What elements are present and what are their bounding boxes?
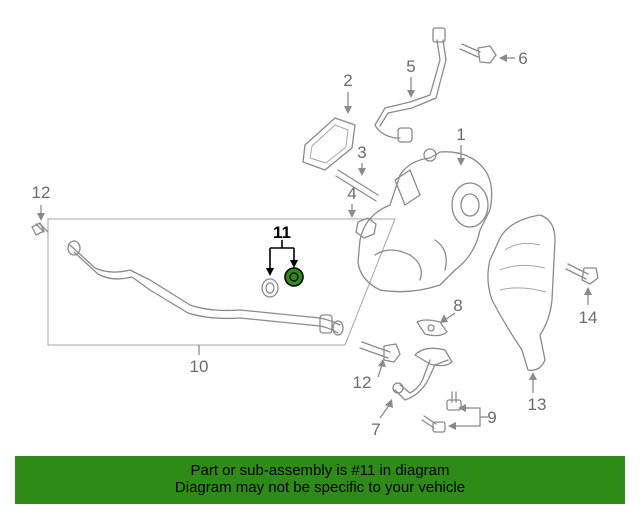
gasket-plate[interactable] bbox=[302, 117, 356, 171]
bolt-12-left[interactable] bbox=[31, 222, 49, 236]
banner-line-2: Diagram may not be specific to your vehi… bbox=[174, 479, 466, 496]
oil-feed-line[interactable] bbox=[67, 240, 344, 336]
callout-11-leader bbox=[266, 240, 298, 276]
heat-shield[interactable] bbox=[487, 214, 556, 371]
callout-12-bottom: 12 bbox=[353, 373, 372, 392]
turbocharger[interactable] bbox=[357, 148, 493, 293]
seal-ring-hole bbox=[289, 272, 299, 282]
oil-line-box bbox=[47, 218, 396, 346]
callout-8: 8 bbox=[453, 296, 462, 315]
seal-ring-highlighted[interactable] bbox=[284, 267, 304, 287]
callout-10: 10 bbox=[190, 357, 209, 376]
leader-lines bbox=[37, 54, 592, 430]
callout-13: 13 bbox=[528, 395, 547, 414]
callout-11: 11 bbox=[273, 223, 291, 242]
bolt-6[interactable] bbox=[459, 43, 497, 64]
callout-2: 2 bbox=[343, 71, 352, 90]
callout-4: 4 bbox=[347, 184, 356, 203]
banner-line-1: Part or sub-assembly is #11 in diagram bbox=[190, 462, 450, 479]
washer-plain[interactable] bbox=[261, 278, 279, 298]
callout-12-left: 12 bbox=[32, 183, 51, 202]
callout-3: 3 bbox=[357, 143, 366, 162]
info-banner: Part or sub-assembly is #11 in diagram D… bbox=[15, 456, 625, 504]
box-outline bbox=[47, 218, 396, 346]
nut[interactable] bbox=[355, 217, 377, 239]
bolt-14[interactable] bbox=[565, 263, 599, 285]
bolts-9[interactable] bbox=[421, 391, 462, 433]
parts-diagram: 1 2 3 4 5 6 7 8 9 10 11 12 12 13 14 bbox=[31, 27, 599, 439]
callout-9: 9 bbox=[487, 408, 496, 427]
washer-plain-hole bbox=[265, 282, 275, 294]
callout-1: 1 bbox=[456, 125, 465, 144]
stud[interactable] bbox=[335, 169, 379, 202]
callout-7: 7 bbox=[371, 420, 380, 439]
callout-5: 5 bbox=[406, 57, 415, 76]
coolant-line[interactable] bbox=[374, 27, 447, 143]
callout-6: 6 bbox=[518, 49, 527, 68]
callout-14: 14 bbox=[579, 308, 598, 327]
gasket-8[interactable] bbox=[416, 319, 448, 337]
oil-return-pipe[interactable] bbox=[392, 347, 453, 401]
bolt-12-bottom[interactable] bbox=[359, 341, 401, 363]
